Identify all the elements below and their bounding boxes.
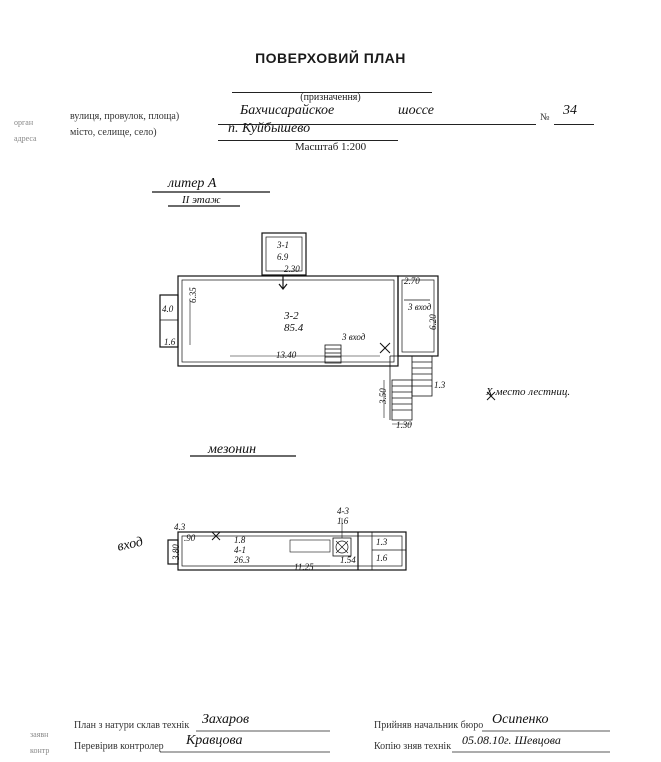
house-value: 34 [563,103,577,118]
dim-d7: 6.20 [428,314,438,330]
house-label: № [540,112,550,123]
city-label: місто, селище, село) [70,127,157,138]
street-suffix: шоссе [398,103,435,118]
room-3-1-area: 6.9 [277,252,289,262]
door-arrow-head [278,283,288,290]
accepted-label: Прийняв начальник бюро [374,720,484,731]
dim-d1: 2.30 [284,264,300,274]
dim-d3: 6.35 [188,287,198,303]
room-3-1-id: 3-1 [277,240,289,250]
compiled-value: Захаров [202,712,250,727]
dim-a1: 4.3 [174,522,186,532]
mezzanine-room-4-1-id: 4-1 [234,545,246,555]
right-room-inner [401,279,435,353]
exterior-stairs [389,355,433,421]
house-rule [554,124,594,125]
copied-label: Копію зняв технік [374,741,452,752]
mezzanine-room-4-1-area: 26.3 [234,555,250,565]
dim-d10: 1.3 [434,380,446,390]
city-rule [218,140,398,141]
dim-a7: 3.80 [171,544,181,560]
purpose-label: (призначення) [300,92,361,103]
dim-d9: 1.30 [396,420,412,430]
stair-note: 3 вход [342,332,366,342]
margin-note-2: адреса [14,134,37,143]
dim-d4: 1.6 [164,337,176,347]
street-label: вулиця, провулок, площа) [70,111,180,122]
x-note: Х место лестниц. [486,386,571,398]
checked-value: Кравцова [186,733,243,748]
mezzanine-room-4-3-id: 4-3 [337,506,349,516]
mezzanine-label: мезонин [208,442,257,457]
margin-note-1: орган [14,118,34,127]
accepted-value: Осипенко [492,712,549,727]
purpose-rule [232,92,432,93]
mezzanine-left-balcony [167,539,179,565]
dim-d8: 3.50 [378,388,388,404]
compiled-label: План з натури склав технік [74,720,190,731]
room-3-1-inner [265,236,303,272]
dim-d6: 13.40 [276,350,297,360]
scale-label: Масштаб 1:200 [294,141,367,153]
copied-value: 05.08.10г. Шевцова [462,733,561,747]
dim-d2: 2.70 [404,276,420,286]
page-title: ПОВЕРХОВИЙ ПЛАН [255,50,406,66]
plan-letter: литер А [168,176,217,191]
dim-a2: 1.8 [234,535,246,545]
margin-note-3: заявн [30,730,49,739]
city-value: п. Куйбышево [228,121,311,136]
room-3-2-area: 85.4 [284,322,304,334]
margin-note-4: контр [30,746,50,755]
room-3-2-inner [181,279,395,363]
plan-floor: II этаж [182,194,221,206]
dim-a3: 1.54 [340,555,356,565]
street-rule [218,124,536,125]
dim-a5: 1.3 [376,537,388,547]
dim-d5: 4.0 [162,304,174,314]
dim-a6: 1.6 [376,553,388,563]
dim-a4: 11.25 [294,562,314,572]
left-balcony [159,294,179,348]
street-value: Бахчисарайское [240,103,335,118]
checked-label: Перевірив контролер [74,741,164,752]
dim-a8: .90 [184,533,196,543]
room-3-2-id: 3-2 [284,310,299,322]
side-note: 3 вход [408,302,432,312]
interior-stairs [324,344,342,364]
mezzanine-inner [181,535,403,567]
room-3-1-outline [261,232,307,276]
mezzanine-room-4-3-area: 1.6 [337,516,349,526]
